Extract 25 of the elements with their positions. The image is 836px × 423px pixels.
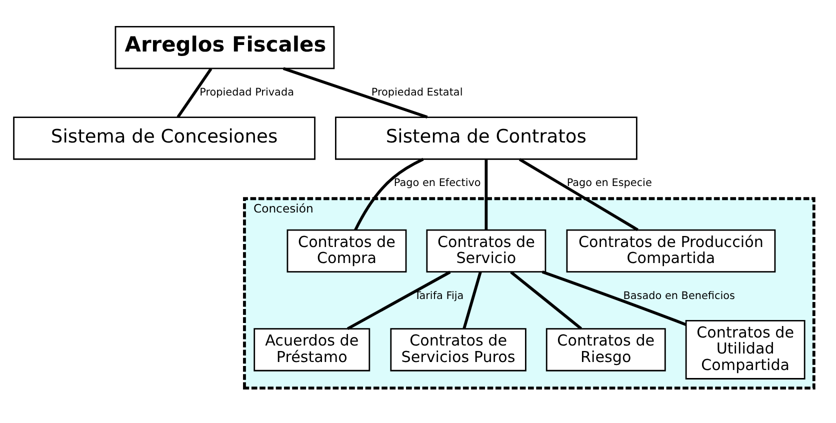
node-box: Acuerdos de Préstamo: [253, 328, 370, 371]
connector: [484, 159, 488, 230]
edge-label: Propiedad Estatal: [370, 86, 462, 98]
node-box: Contratos de Producción Compartida: [566, 228, 776, 272]
edge-label: Pago en Especie: [566, 176, 652, 189]
connector: [176, 67, 212, 118]
connector: [541, 270, 686, 326]
node-box: Contratos de Compra: [286, 228, 406, 272]
connector: [510, 270, 582, 330]
connector: [518, 158, 638, 231]
node-box: Sistema de Concesiones: [12, 116, 315, 160]
connector: [346, 270, 450, 330]
node-box: Contratos de Riesgo: [545, 328, 666, 371]
node-box: Contratos de Servicio: [426, 228, 546, 272]
edge-label: Basado en Beneficios: [622, 289, 734, 302]
connector: [282, 66, 428, 118]
edge-label: Pago en Efectivo: [393, 176, 480, 189]
node-box: Arreglos Fiscales: [114, 25, 334, 69]
node-box: Contratos de Utilidad Compartida: [684, 319, 805, 379]
node-box: Sistema de Contratos: [334, 116, 637, 160]
node-box: Contratos de Servicios Puros: [390, 328, 526, 371]
edge-label: Propiedad Privada: [199, 86, 294, 98]
connector: [462, 271, 482, 328]
connector: [354, 157, 424, 230]
edge-label: Tarifa Fija: [414, 289, 464, 302]
